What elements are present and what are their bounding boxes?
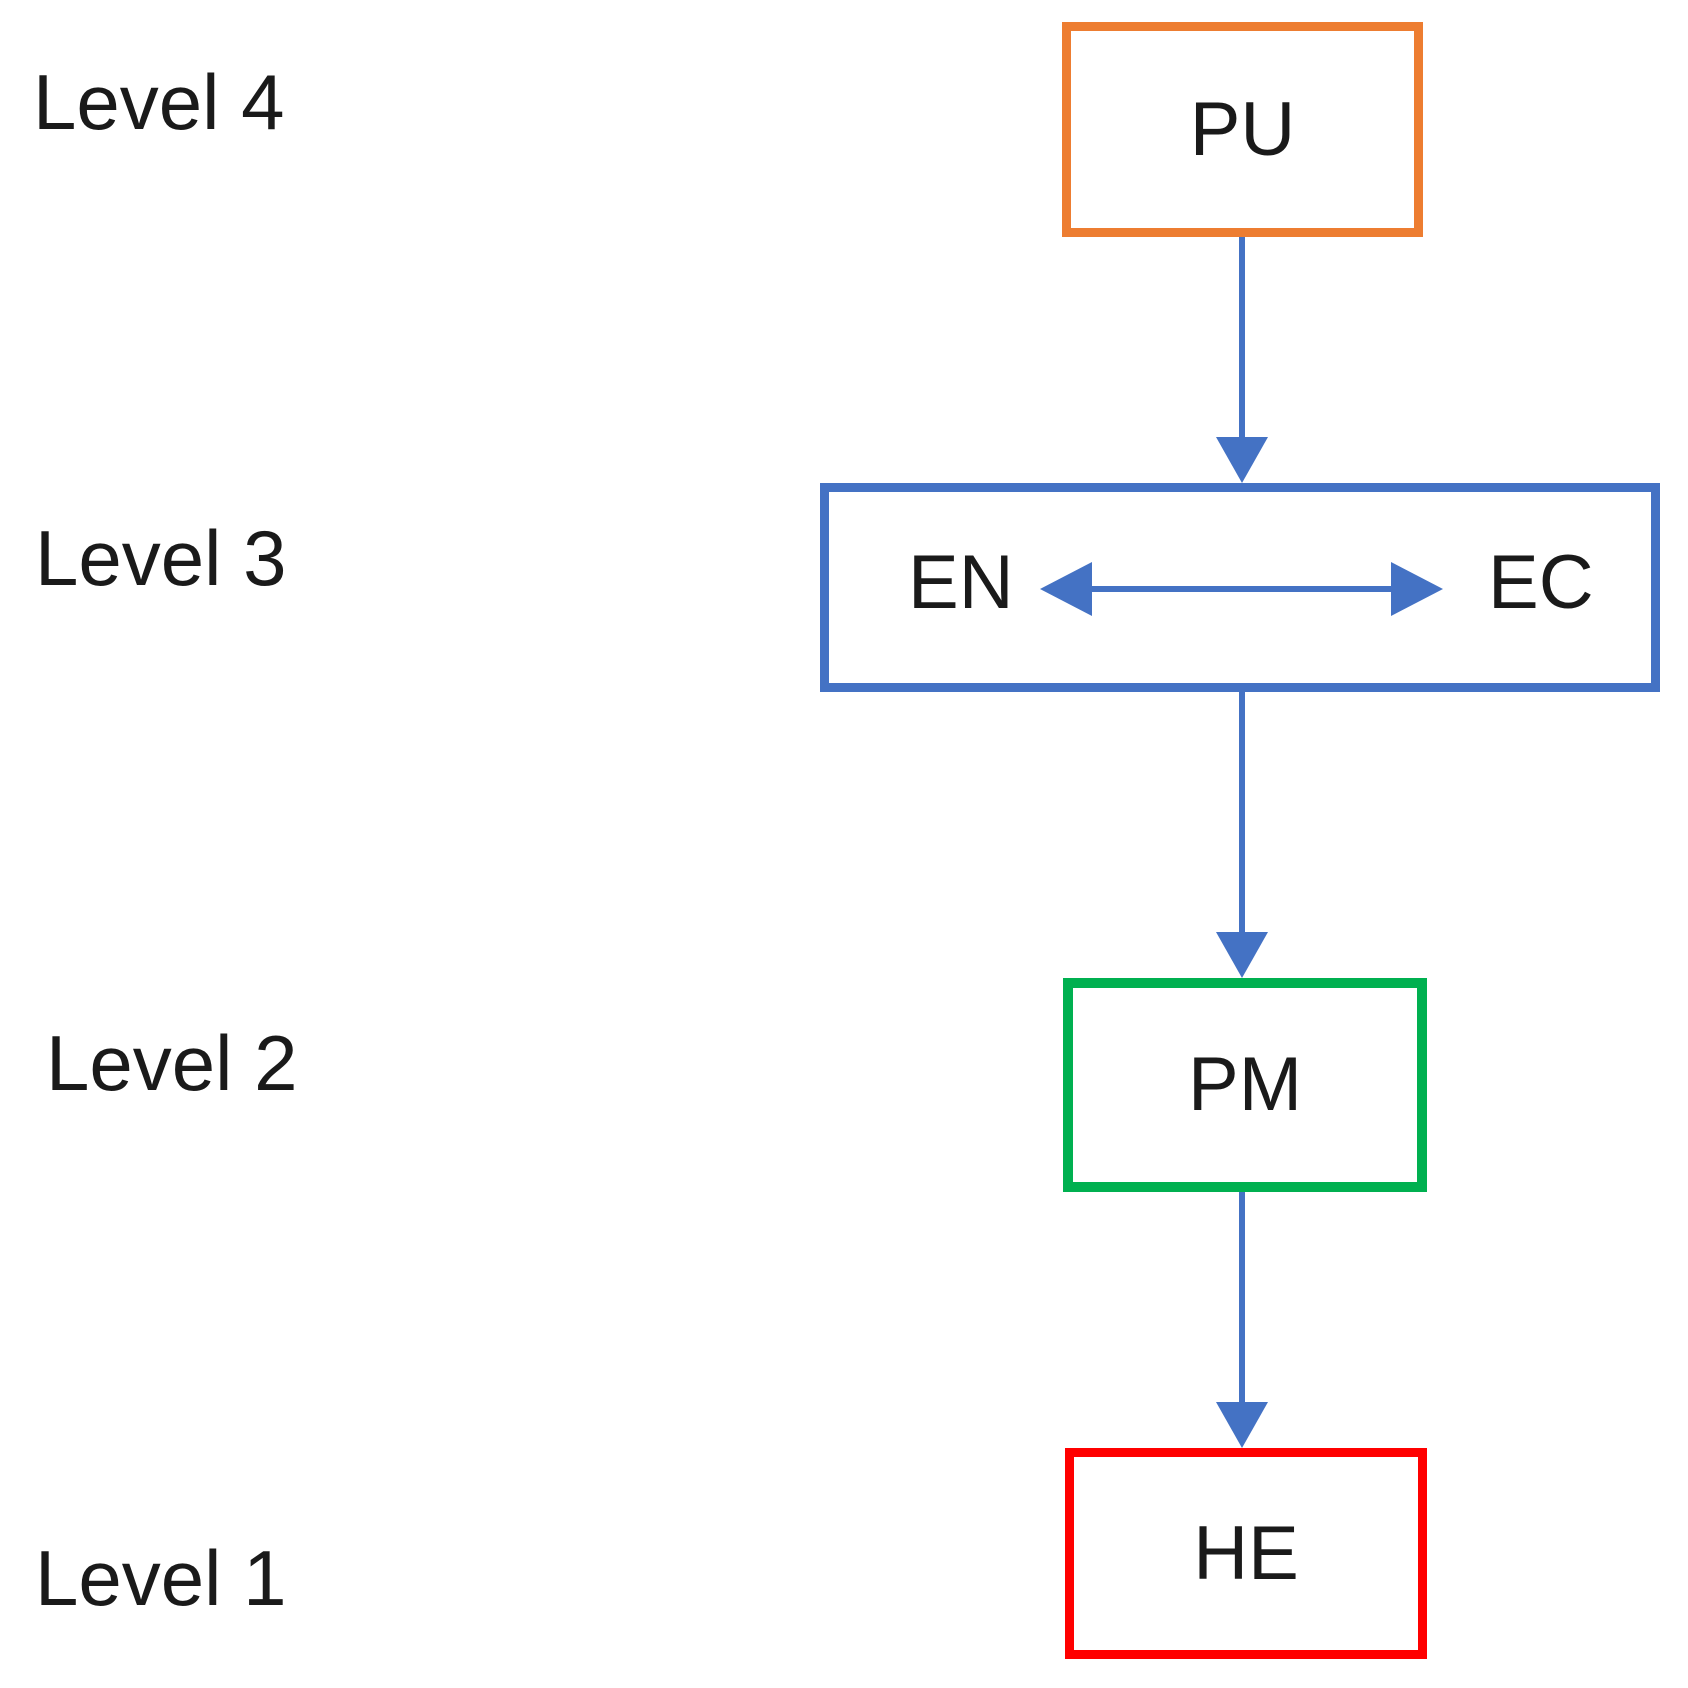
level-3-label: Level 3 — [35, 514, 287, 602]
connector-pm-he-line — [1239, 1192, 1245, 1403]
node-en-label: EN — [908, 540, 1014, 625]
node-pu: PU — [1062, 22, 1423, 237]
arrow-left-icon — [1040, 562, 1092, 616]
arrow-right-icon — [1391, 562, 1443, 616]
node-he: HE — [1065, 1448, 1427, 1659]
level-1-label: Level 1 — [35, 1534, 287, 1622]
node-pm-label: PM — [1188, 1042, 1302, 1127]
connector-en-ec-line — [1090, 586, 1391, 592]
arrow-down-icon — [1216, 932, 1268, 978]
node-en-ec-box — [820, 483, 1660, 692]
level-2-label: Level 2 — [46, 1019, 298, 1107]
connector-level3-pm-line — [1239, 692, 1245, 933]
level-4-label: Level 4 — [33, 58, 285, 146]
connector-pu-level3-line — [1239, 237, 1245, 438]
arrow-down-icon — [1216, 1402, 1268, 1448]
arrow-down-icon — [1216, 437, 1268, 483]
node-pm: PM — [1063, 978, 1427, 1192]
node-ec-label: EC — [1488, 540, 1594, 625]
node-he-label: HE — [1193, 1510, 1299, 1596]
node-pu-label: PU — [1189, 86, 1296, 172]
